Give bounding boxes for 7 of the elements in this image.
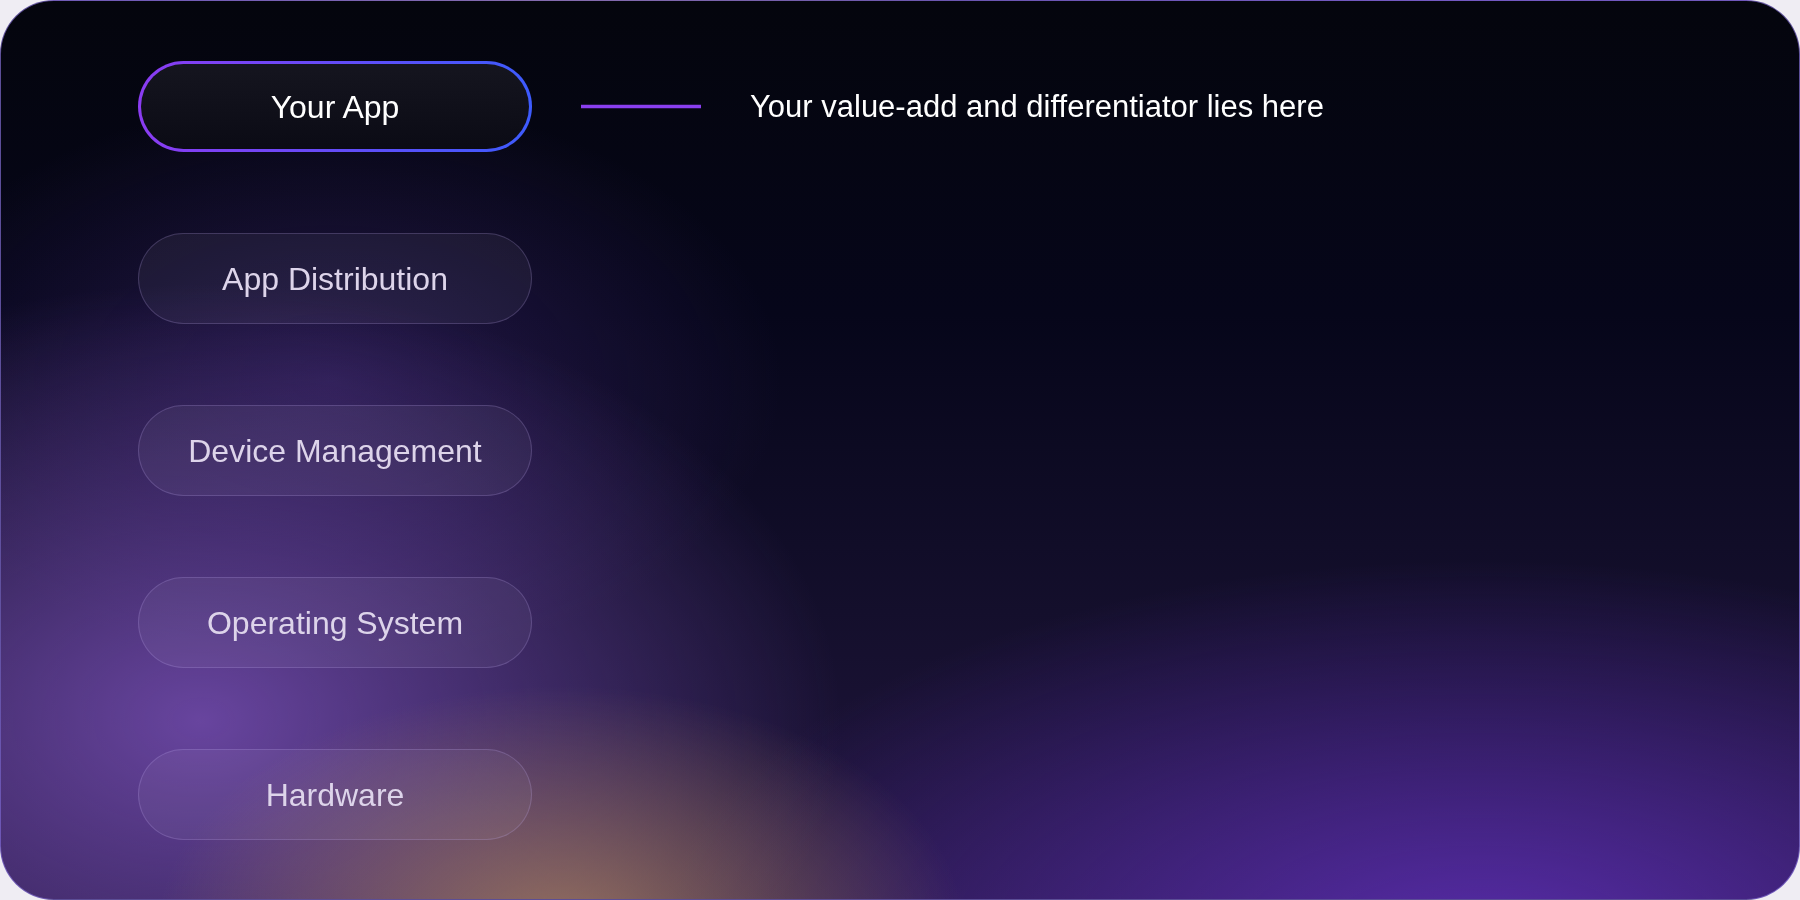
layer-label: Your App — [270, 87, 400, 127]
layer-label: Device Management — [188, 431, 482, 471]
layer-label: Hardware — [265, 775, 405, 815]
connector-line — [581, 104, 701, 109]
layer-label: App Distribution — [222, 259, 448, 299]
annotation-text: Your value-add and differentiator lies here — [750, 85, 1324, 129]
layer-label: Operating System — [206, 603, 464, 643]
